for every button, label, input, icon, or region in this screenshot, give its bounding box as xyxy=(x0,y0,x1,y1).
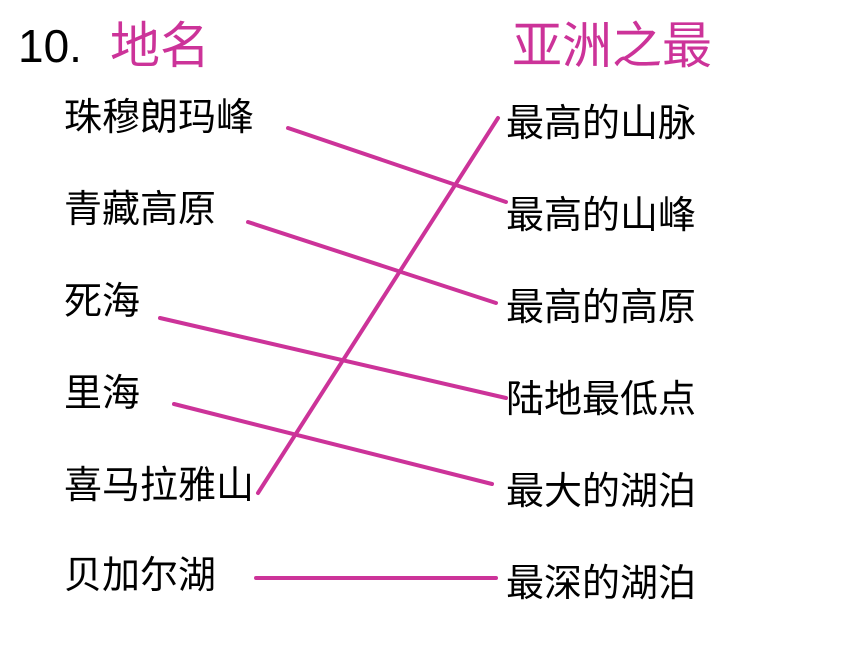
place-item-sihai: 死海 xyxy=(64,279,141,323)
place-item-beijiaerhu: 贝加尔湖 xyxy=(64,553,217,597)
superlative-item-highest-plateau: 最高的高原 xyxy=(506,285,697,329)
place-item-ximalayashan: 喜马拉雅山 xyxy=(64,463,255,507)
question-number: 10. xyxy=(18,20,82,72)
match-line-lihai xyxy=(172,402,494,486)
place-names-heading: 地名 xyxy=(110,17,210,75)
match-line-sihai xyxy=(158,316,508,400)
superlative-item-highest-peak: 最高的山峰 xyxy=(506,193,697,237)
place-item-zhumulangmafeng: 珠穆朗玛峰 xyxy=(64,95,255,139)
match-line-qingzanggaoyuan xyxy=(246,220,498,305)
place-item-lihai: 里海 xyxy=(64,371,141,415)
place-item-qingzanggaoyuan: 青藏高原 xyxy=(64,187,217,231)
superlative-item-lowest-point: 陆地最低点 xyxy=(506,377,697,421)
match-line-ximalayashan xyxy=(256,116,500,495)
match-line-zhumulangmafeng xyxy=(286,126,508,204)
asia-superlatives-heading: 亚洲之最 xyxy=(512,17,712,75)
superlative-item-largest-lake: 最大的湖泊 xyxy=(506,469,697,513)
superlative-item-highest-range: 最高的山脉 xyxy=(506,101,697,145)
superlative-item-deepest-lake: 最深的湖泊 xyxy=(506,561,697,605)
